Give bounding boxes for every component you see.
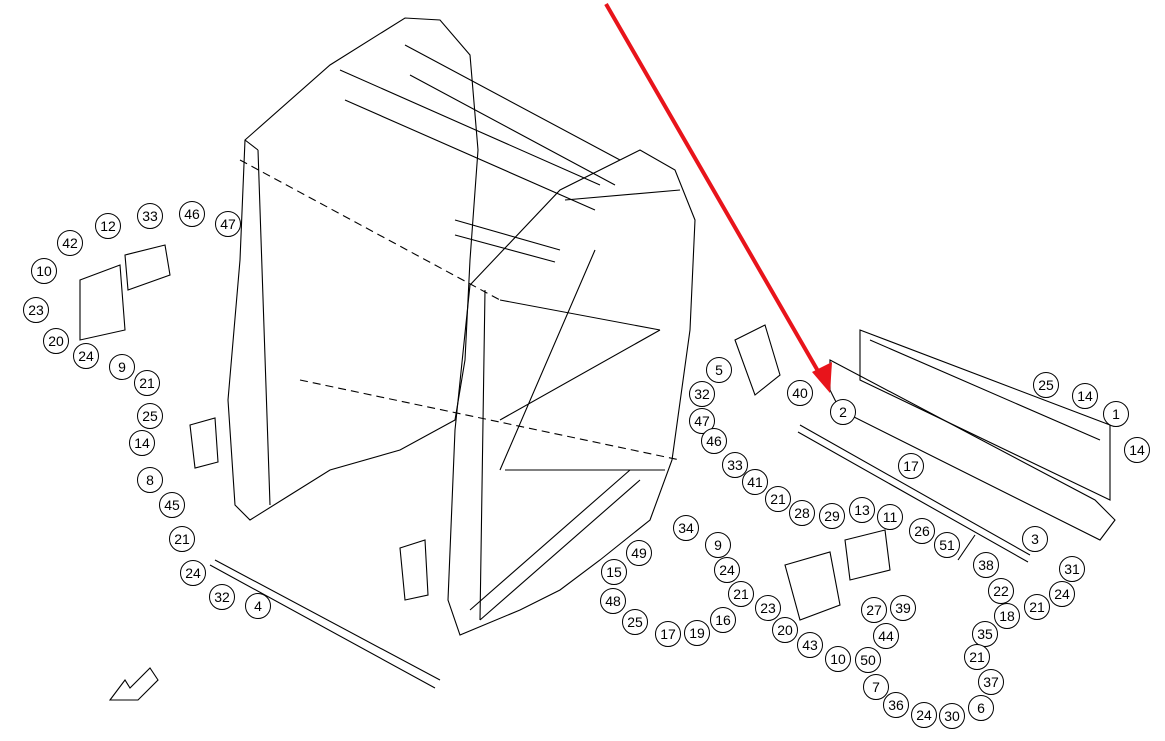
callout-part-29: 29 (819, 503, 845, 529)
callout-part-24: 24 (1049, 581, 1075, 607)
bracket-left-lower (399, 539, 429, 601)
callout-part-24: 24 (714, 557, 740, 583)
callout-part-35: 35 (972, 621, 998, 647)
callout-part-33: 33 (722, 452, 748, 478)
callout-part-25: 25 (137, 403, 163, 429)
callout-part-21: 21 (765, 486, 791, 512)
cross-tube (339, 69, 601, 211)
callout-part-37: 37 (978, 669, 1004, 695)
rod-4 (209, 559, 441, 689)
bracket-11 (844, 529, 891, 581)
plate-43 (784, 551, 841, 621)
callout-part-33: 33 (137, 203, 163, 229)
callout-part-47: 47 (215, 211, 241, 237)
callout-part-16: 16 (710, 607, 736, 633)
callout-part-14: 14 (1072, 383, 1098, 409)
callout-part-24: 24 (911, 702, 937, 728)
callout-part-46: 46 (701, 428, 727, 454)
callout-part-44: 44 (873, 623, 899, 649)
callout-part-49: 49 (626, 540, 652, 566)
callout-part-22: 22 (988, 578, 1014, 604)
callout-part-21: 21 (728, 581, 754, 607)
callout-part-36: 36 (883, 692, 909, 718)
callout-part-45: 45 (159, 492, 185, 518)
callout-part-48: 48 (600, 588, 626, 614)
callout-part-25: 25 (1033, 372, 1059, 398)
callout-part-46: 46 (179, 201, 205, 227)
bracket-40 (734, 324, 781, 396)
callout-part-21: 21 (134, 370, 160, 396)
callout-part-15: 15 (601, 559, 627, 585)
callout-part-5: 5 (706, 357, 732, 383)
beam-part-1 (859, 329, 1111, 501)
callout-part-9: 9 (705, 532, 731, 558)
callout-part-21: 21 (169, 526, 195, 552)
callout-part-32: 32 (209, 584, 235, 610)
shaft-3 (797, 424, 1031, 563)
callout-part-38: 38 (973, 552, 999, 578)
front-side-panel (447, 149, 696, 636)
spring-38 (957, 534, 976, 561)
callout-part-39: 39 (890, 595, 916, 621)
callout-part-20: 20 (43, 328, 69, 354)
callout-part-7: 7 (863, 674, 889, 700)
callout-part-42: 42 (57, 230, 83, 256)
callout-part-10: 10 (825, 646, 851, 672)
callout-part-1: 1 (1103, 401, 1129, 427)
callout-part-10: 10 (31, 258, 57, 284)
callout-part-14: 14 (1124, 437, 1150, 463)
callout-part-2: 2 (830, 399, 856, 425)
callout-part-18: 18 (994, 603, 1020, 629)
callout-part-27: 27 (861, 597, 887, 623)
callout-part-30: 30 (939, 703, 965, 729)
cross-tube (404, 44, 621, 186)
direction-arrow-icon (108, 667, 159, 701)
bracket-45 (189, 417, 219, 469)
callout-part-21: 21 (1024, 594, 1050, 620)
callout-part-23: 23 (755, 595, 781, 621)
callout-part-34: 34 (673, 515, 699, 541)
callout-part-41: 41 (742, 469, 768, 495)
callout-part-32: 32 (689, 381, 715, 407)
callout-part-9: 9 (109, 354, 135, 380)
callout-part-21: 21 (964, 644, 990, 670)
callout-part-17: 17 (655, 621, 681, 647)
callout-part-6: 6 (968, 695, 994, 721)
callout-part-31: 31 (1059, 556, 1085, 582)
callout-part-12: 12 (95, 213, 121, 239)
callout-part-23: 23 (23, 297, 49, 323)
callout-part-25: 25 (622, 609, 648, 635)
cover-12 (124, 244, 171, 291)
rear-side-panel (227, 17, 479, 521)
callout-part-40: 40 (787, 380, 813, 406)
callout-part-8: 8 (137, 467, 163, 493)
callout-part-50: 50 (855, 647, 881, 673)
callout-part-20: 20 (772, 617, 798, 643)
callout-part-43: 43 (797, 632, 823, 658)
callout-part-13: 13 (849, 497, 875, 523)
callout-part-26: 26 (909, 518, 935, 544)
plate-42 (79, 264, 126, 341)
callout-part-24: 24 (180, 560, 206, 586)
callout-part-19: 19 (684, 620, 710, 646)
callout-part-24: 24 (73, 343, 99, 369)
callout-part-51: 51 (934, 532, 960, 558)
highlight-arrow (604, 2, 832, 393)
callout-part-4: 4 (245, 593, 271, 619)
callout-part-28: 28 (789, 500, 815, 526)
callout-part-17: 17 (898, 453, 924, 479)
callout-part-11: 11 (877, 504, 903, 530)
callout-part-14: 14 (129, 430, 155, 456)
callout-part-3: 3 (1022, 526, 1048, 552)
